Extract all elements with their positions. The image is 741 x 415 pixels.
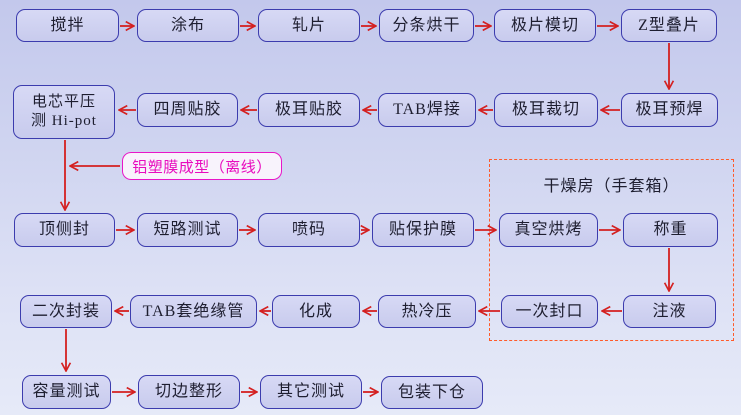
node-formation: 化成 [272,295,360,328]
node-mixing: 搅拌 [16,9,119,42]
node-top-side-seal: 顶侧封 [14,213,115,247]
dry-room-region [489,159,734,341]
node-other-tests: 其它测试 [260,375,362,409]
node-vacuum-baking: 真空烘烤 [499,213,598,247]
node-second-sealing: 二次封装 [20,295,112,328]
node-electrolyte-filling: 注液 [623,295,716,328]
node-tab-cutting: 极耳裁切 [494,93,598,127]
node-edge-trimming: 切边整形 [138,375,240,409]
node-weighing: 称重 [623,213,718,247]
node-tab-sleeving: TAB套绝缘管 [130,295,257,328]
dry-room-label: 干燥房（手套箱） [543,178,680,195]
node-coating: 涂布 [137,9,239,42]
node-z-stacking: Z型叠片 [621,9,717,42]
node-tab-prewelding: 极耳预焊 [621,93,718,127]
node-inkjet-coding: 喷码 [258,213,360,247]
node-calendering: 轧片 [258,9,360,42]
node-tab-welding: TAB焊接 [378,93,476,127]
hipot-line1: 电芯平压 [31,94,96,111]
node-tab-taping: 极耳贴胶 [258,93,360,127]
node-capacity-test: 容量测试 [22,375,111,409]
node-short-circuit-test: 短路测试 [137,213,238,247]
node-slitting-drying: 分条烘干 [379,9,474,42]
hipot-line2: 测 Hi-pot [31,113,97,129]
node-protective-film: 贴保护膜 [372,213,474,247]
offline-forming-label: 铝塑膜成型（离线） [122,152,282,180]
node-hipot-test: 电芯平压 测 Hi-pot [13,85,115,139]
node-side-taping: 四周贴胶 [137,93,238,127]
node-die-cutting: 极片模切 [494,9,596,42]
node-first-sealing: 一次封口 [501,295,598,328]
node-hot-cold-press: 热冷压 [378,295,476,328]
node-packing: 包装下仓 [381,376,483,409]
